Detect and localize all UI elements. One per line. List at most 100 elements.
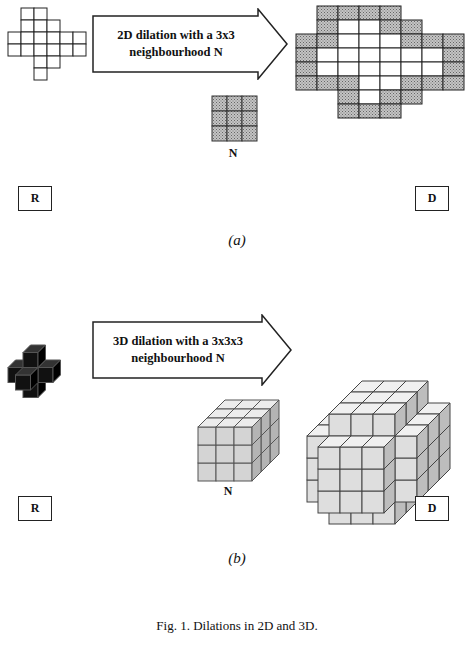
voxel-face bbox=[373, 414, 395, 436]
d-cell bbox=[380, 62, 401, 76]
d-cell bbox=[338, 104, 359, 118]
set-name: R bbox=[19, 497, 51, 516]
r-cell bbox=[73, 44, 86, 56]
d-cell bbox=[359, 34, 380, 48]
label-box: R bbox=[18, 496, 52, 521]
voxel-face bbox=[340, 447, 362, 469]
d-cell bbox=[401, 34, 422, 48]
r-cell bbox=[60, 32, 73, 44]
figure-caption: Fig. 1. Dilations in 2D and 3D. bbox=[156, 618, 317, 634]
r-cell bbox=[34, 20, 47, 32]
d-cell bbox=[443, 48, 464, 62]
r-cell bbox=[73, 32, 86, 44]
d-cell bbox=[380, 6, 401, 20]
voxel-face bbox=[234, 427, 252, 445]
voxel-face bbox=[395, 458, 417, 480]
set-name: N bbox=[229, 146, 238, 161]
arrow-outline bbox=[92, 8, 288, 80]
voxel-face bbox=[31, 368, 39, 391]
n-cell bbox=[227, 111, 242, 126]
d-cell bbox=[380, 90, 401, 104]
voxel-face bbox=[439, 403, 450, 436]
arrow-shape: 2D dilation with a 3x3 neighbourhood N bbox=[92, 8, 288, 80]
d-cell bbox=[359, 90, 380, 104]
d-cell bbox=[401, 76, 422, 90]
d-cell bbox=[296, 76, 317, 90]
d-cell bbox=[422, 76, 443, 90]
n-cell bbox=[227, 126, 242, 141]
r-cell bbox=[8, 44, 21, 56]
n-cell bbox=[212, 96, 227, 111]
voxel-face bbox=[16, 375, 31, 390]
set-name: N bbox=[224, 484, 233, 499]
voxel-face bbox=[53, 360, 61, 383]
d-cell bbox=[359, 20, 380, 34]
d-cell bbox=[401, 62, 422, 76]
label-box: R bbox=[18, 186, 52, 211]
d-cell bbox=[380, 76, 401, 90]
voxel-face bbox=[384, 436, 395, 469]
d-cell bbox=[380, 20, 401, 34]
r-cell bbox=[60, 44, 73, 56]
voxel-face bbox=[428, 414, 439, 447]
r-cell bbox=[21, 32, 34, 44]
voxel-face bbox=[318, 469, 340, 491]
d-cell bbox=[443, 76, 464, 90]
d-cell bbox=[296, 62, 317, 76]
r-cell bbox=[21, 20, 34, 32]
d-cell bbox=[380, 104, 401, 118]
voxel-face bbox=[417, 425, 428, 458]
d-cell bbox=[338, 76, 359, 90]
voxel-face bbox=[216, 427, 234, 445]
set-name: R bbox=[19, 187, 51, 206]
d-cell bbox=[443, 34, 464, 48]
label-box: D bbox=[415, 186, 449, 211]
d-cell bbox=[401, 48, 422, 62]
voxel-face bbox=[234, 463, 252, 481]
set-name: D bbox=[416, 497, 448, 516]
voxel-face bbox=[216, 463, 234, 481]
d-cell bbox=[296, 48, 317, 62]
subfigure-label: (b) bbox=[228, 550, 246, 567]
r-cell bbox=[8, 32, 21, 44]
arrow-shape: 3D dilation with a 3x3x3 neighbourhood N bbox=[92, 314, 292, 386]
d-cell bbox=[317, 6, 338, 20]
arrow-outline bbox=[92, 314, 292, 386]
n-cell bbox=[212, 111, 227, 126]
d-cell bbox=[359, 6, 380, 20]
r-cell bbox=[34, 8, 47, 20]
d-cell bbox=[338, 48, 359, 62]
d-cell bbox=[359, 48, 380, 62]
voxel-face bbox=[362, 491, 384, 513]
operation-text: 2D dilation with a 3x3 neighbourhood N bbox=[100, 8, 252, 61]
d-cell bbox=[317, 34, 338, 48]
d-cell bbox=[401, 20, 422, 34]
voxel-face bbox=[395, 436, 417, 458]
d-cell bbox=[296, 34, 317, 48]
voxel-face bbox=[270, 400, 279, 427]
voxel-face bbox=[362, 469, 384, 491]
voxel-face bbox=[340, 491, 362, 513]
voxel-face bbox=[362, 447, 384, 469]
voxel-face bbox=[234, 445, 252, 463]
n-cell bbox=[242, 126, 257, 141]
voxel-face bbox=[198, 427, 216, 445]
r-cell bbox=[34, 44, 47, 56]
voxel-face bbox=[216, 445, 234, 463]
voxel-face bbox=[38, 368, 53, 383]
voxel-face bbox=[318, 447, 340, 469]
d-cell bbox=[443, 62, 464, 76]
n-cell bbox=[242, 96, 257, 111]
operation-text: 3D dilation with a 3x3x3 neighbourhood N bbox=[100, 314, 256, 367]
d-cell bbox=[338, 90, 359, 104]
d-cell bbox=[380, 48, 401, 62]
r-cell bbox=[47, 32, 60, 44]
d-cell bbox=[338, 62, 359, 76]
d-cell bbox=[338, 6, 359, 20]
d-cell bbox=[422, 34, 443, 48]
d-cell bbox=[401, 90, 422, 104]
n-cell bbox=[242, 111, 257, 126]
voxel-face bbox=[23, 353, 38, 368]
d-cell bbox=[422, 48, 443, 62]
set-name: D bbox=[416, 187, 448, 206]
